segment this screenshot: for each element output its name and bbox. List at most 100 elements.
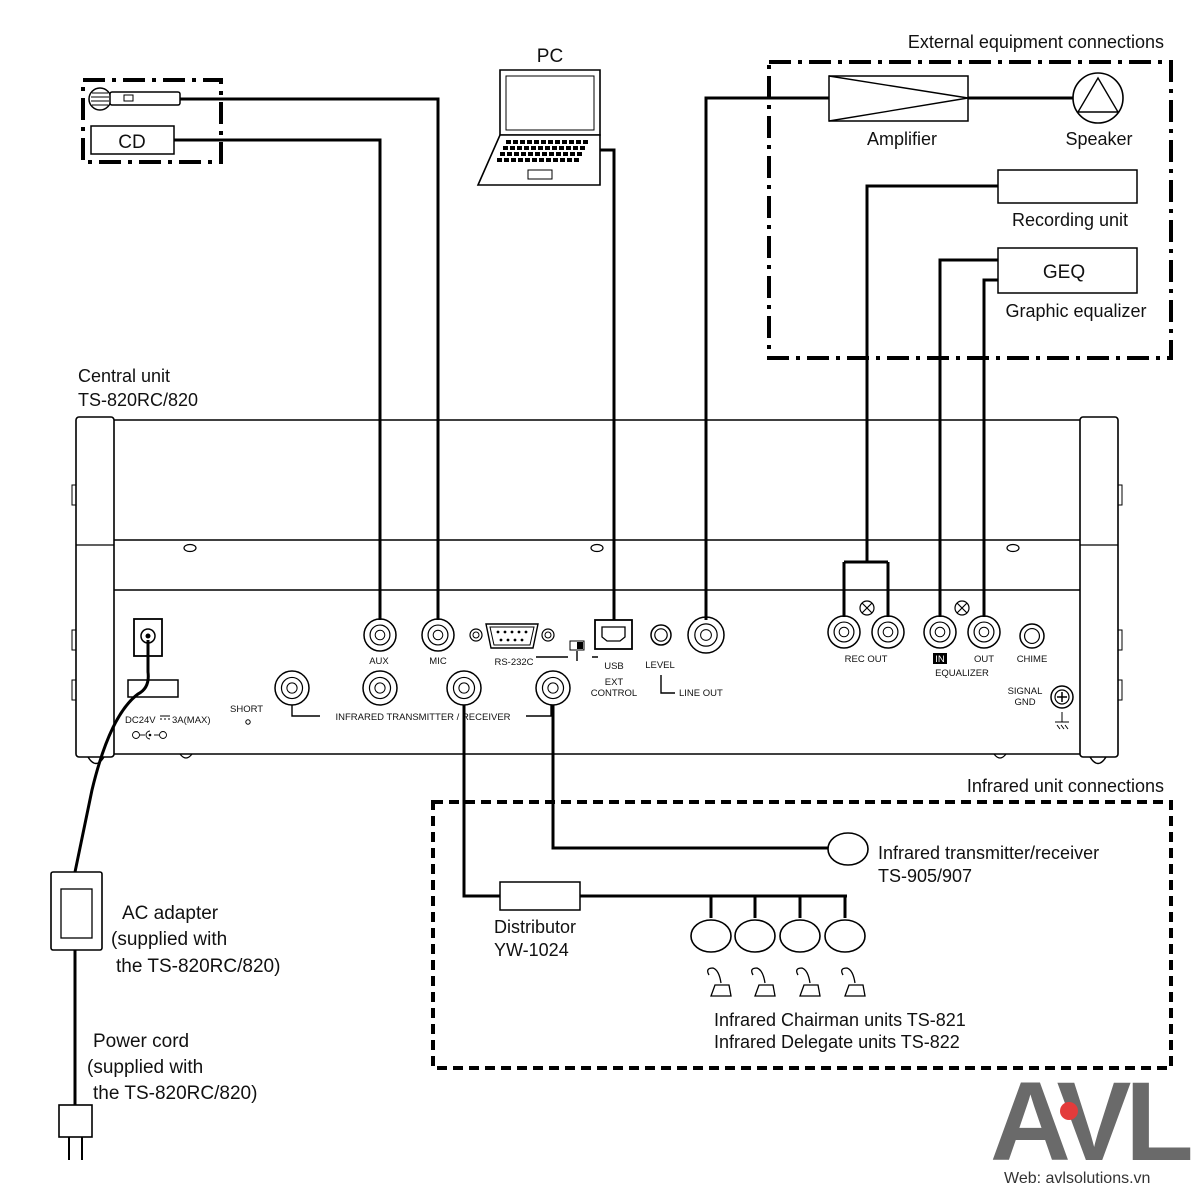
conference-microphone-icon xyxy=(707,967,732,997)
speaker-icon xyxy=(1072,72,1124,124)
microphone-icon xyxy=(88,87,181,111)
units-label-2: Infrared Delegate units TS-822 xyxy=(714,1032,960,1052)
power-cord-label-2: (supplied with xyxy=(87,1057,203,1078)
geq-box xyxy=(997,247,1138,294)
cd-player-box xyxy=(90,125,175,155)
ac-adapter-icon xyxy=(50,871,103,951)
usb-cable xyxy=(600,148,616,620)
external-title: External equipment connections xyxy=(908,32,1164,52)
gnd-label: GND xyxy=(1014,697,1035,708)
line-out-jack[interactable] xyxy=(687,616,725,654)
infrared-tr-jack-3[interactable] xyxy=(446,670,482,706)
aux-jack[interactable] xyxy=(363,618,397,652)
central-unit-chassis xyxy=(71,416,1123,765)
rs232c-connector[interactable] xyxy=(469,623,555,649)
infrared-unit-2 xyxy=(734,896,776,953)
ir-transmitter-icon xyxy=(827,832,869,866)
ac-adapter-label-3: the TS-820RC/820) xyxy=(116,956,280,977)
ground-terminal[interactable] xyxy=(1050,685,1074,709)
distributor-label-1: Distributor xyxy=(494,917,576,937)
in-badge xyxy=(933,653,947,664)
geq-label: GEQ xyxy=(1043,262,1085,283)
in-label: IN xyxy=(935,654,945,665)
external-group-frame xyxy=(767,60,1173,360)
distributor-label-2: YW-1024 xyxy=(494,940,569,960)
equalizer-label: EQUALIZER xyxy=(935,668,989,679)
cd-aux-cable xyxy=(174,138,382,620)
infrared-tr-jack-1[interactable] xyxy=(274,670,310,706)
conference-microphone-icon xyxy=(841,967,866,997)
central-unit-label-2: TS-820RC/820 xyxy=(78,390,198,410)
chime-label: CHIME xyxy=(1017,654,1048,665)
power-cord-label-1: Power cord xyxy=(93,1031,189,1052)
level-control[interactable] xyxy=(650,624,672,646)
control-label: CONTROL xyxy=(591,688,637,699)
distributor-cable xyxy=(462,705,500,898)
infrared-unit-1 xyxy=(690,896,732,953)
infrared-group-frame xyxy=(431,800,1173,1070)
power-plug-icon xyxy=(58,1104,93,1160)
usb-label: USB xyxy=(604,661,624,672)
website-label: Web: avlsolutions.vn xyxy=(1004,1170,1150,1187)
screw-icon xyxy=(954,600,970,616)
equalizer-in-cable xyxy=(938,258,998,617)
speaker-label: Speaker xyxy=(1065,129,1132,149)
out-label: OUT xyxy=(974,654,994,665)
infrared-tr-label: INFRARED TRANSMITTER / RECEIVER xyxy=(335,712,510,723)
cd-label: CD xyxy=(118,132,145,153)
ac-adapter-label-2: (supplied with xyxy=(111,929,227,950)
level-label: LEVEL xyxy=(645,660,675,671)
infrared-title: Infrared unit connections xyxy=(967,776,1164,796)
svg-text:AVL: AVL xyxy=(990,1059,1190,1184)
dc-polarity-icon xyxy=(132,730,167,740)
chime-jack[interactable] xyxy=(1019,623,1045,649)
recording-unit-label: Recording unit xyxy=(1012,210,1128,230)
short-indicator xyxy=(245,719,251,725)
equalizer-out-cable xyxy=(982,278,998,617)
mic-cable xyxy=(180,97,440,620)
avl-logo: AVL xyxy=(990,1059,1196,1184)
amplifier-box xyxy=(828,75,969,122)
equalizer-out-jack[interactable] xyxy=(967,615,1001,649)
central-unit-label-1: Central unit xyxy=(78,366,170,386)
ir-transmitter-label-2: TS-905/907 xyxy=(878,866,972,886)
conference-microphone-icon xyxy=(751,967,776,997)
rs232c-label: RS-232C xyxy=(494,657,533,668)
mic-label: MIC xyxy=(429,656,447,667)
dc24v-label: DC24V xyxy=(125,715,156,726)
infrared-tr-jack-4[interactable] xyxy=(535,670,571,706)
rec-out-jack-left[interactable] xyxy=(827,615,861,649)
source-group-frame xyxy=(81,78,223,164)
units-label-1: Infrared Chairman units TS-821 xyxy=(714,1010,966,1030)
mic-jack[interactable] xyxy=(421,618,455,652)
aux-label: AUX xyxy=(369,656,389,667)
rec-out-jack-right[interactable] xyxy=(871,615,905,649)
transmitter-cable xyxy=(551,705,830,850)
ext-label: EXT xyxy=(605,677,624,688)
distributor-box xyxy=(499,881,581,911)
short-label: SHORT xyxy=(230,704,263,715)
pc-label: PC xyxy=(537,46,563,67)
rec-out-cable xyxy=(842,184,998,617)
ir-transmitter-label-1: Infrared transmitter/receiver xyxy=(878,843,1099,863)
line-out-cable xyxy=(704,96,829,620)
rec-out-label: REC OUT xyxy=(845,654,888,665)
laptop-icon xyxy=(476,69,601,186)
dc-cable xyxy=(73,640,150,873)
dc-current-label: 3A(MAX) xyxy=(172,715,211,726)
infrared-unit-4 xyxy=(824,896,866,953)
line-out-label: LINE OUT xyxy=(679,688,723,699)
signal-label: SIGNAL xyxy=(1008,686,1043,697)
infrared-tr-jack-2[interactable] xyxy=(362,670,398,706)
power-cord-label-3: the TS-820RC/820) xyxy=(93,1083,257,1104)
screw-icon xyxy=(859,600,875,616)
conference-microphone-icon xyxy=(796,967,821,997)
ac-adapter-label-1: AC adapter xyxy=(122,903,219,924)
amplifier-label: Amplifier xyxy=(867,129,937,149)
usb-port[interactable] xyxy=(594,619,633,650)
ground-symbol-icon xyxy=(1055,712,1069,730)
infrared-unit-3 xyxy=(779,896,821,953)
recording-unit-box xyxy=(997,169,1138,204)
equalizer-in-jack[interactable] xyxy=(923,615,957,649)
